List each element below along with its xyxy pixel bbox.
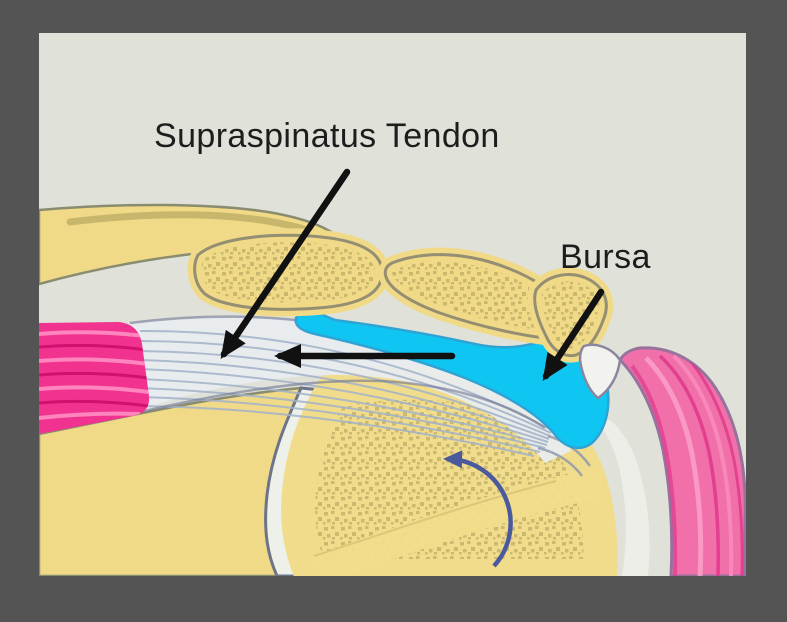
deltoid-attachment-wedge xyxy=(578,343,622,400)
acromion-tip-bone xyxy=(527,267,614,363)
acromion-bone-left xyxy=(187,228,390,317)
deltoid-striations xyxy=(630,354,744,576)
muscle-striations xyxy=(39,330,150,420)
supraspinatus-muscle xyxy=(39,322,150,434)
tendon-arrow-icon xyxy=(220,168,351,359)
bursa-label: Bursa xyxy=(560,238,651,276)
deltoid-muscle xyxy=(618,346,746,576)
subdeltoid-space xyxy=(596,420,650,576)
bursa-arrow-icon xyxy=(542,288,605,382)
rotation-arrow-icon xyxy=(443,450,513,568)
annotation-arrows xyxy=(220,168,605,382)
supraspinatus-tendon-label: Supraspinatus Tendon xyxy=(154,117,500,155)
